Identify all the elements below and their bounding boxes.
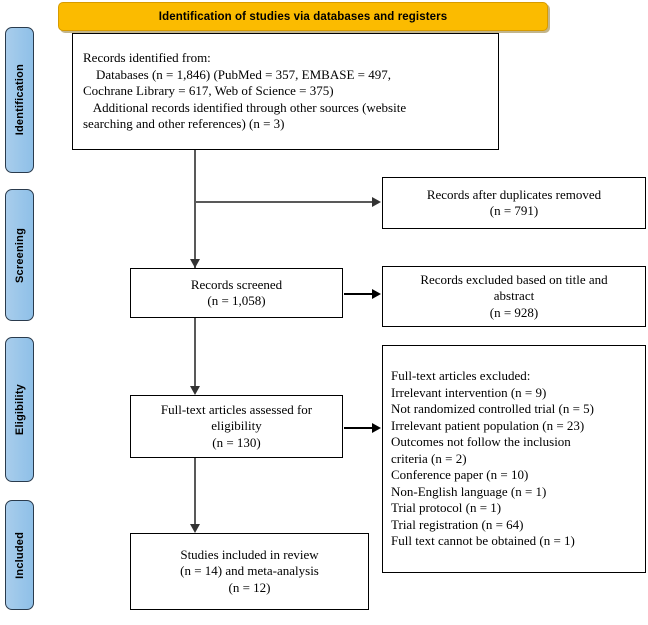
box-records-screened: Records screened (n = 1,058) <box>130 268 343 318</box>
text-line: Additional records identified through ot… <box>83 99 407 115</box>
text-line: Irrelevant intervention (n = 9) <box>391 384 547 400</box>
box-records-excluded-title-abstract: Records excluded based on title and abst… <box>382 266 646 327</box>
text-line: Outcomes not follow the inclusion <box>391 434 571 450</box>
connector-screened-to-excluded <box>344 293 373 295</box>
stage-label-text: Included <box>13 531 26 579</box>
box-records-identified: Records identified from: Databases (n = … <box>72 33 499 150</box>
text-line: eligibility <box>211 418 262 434</box>
text-line: Irrelevant patient population (n = 23) <box>391 417 585 433</box>
text-line: (n = 791) <box>489 203 539 218</box>
stage-label-identification: Identification <box>5 27 34 173</box>
box-studies-included: Studies included in review (n = 14) and … <box>130 533 369 610</box>
text-line: Records identified from: <box>83 50 211 66</box>
stage-label-screening: Screening <box>5 189 34 321</box>
text-line: Records after duplicates removed <box>426 186 602 202</box>
box-fulltext-excluded: Full-text articles excluded: Irrelevant … <box>382 345 646 573</box>
connector-screened-to-fulltext <box>194 318 196 387</box>
text-line: Cochrane Library = 617, Web of Science =… <box>83 83 334 99</box>
text-line: Studies included in review <box>180 546 319 562</box>
connector-identified-to-screened <box>194 150 196 268</box>
connector-to-duplicates-removed <box>195 201 373 203</box>
text-line: Full-text articles excluded: <box>391 368 531 384</box>
box-studies-included-text: Studies included in review (n = 14) and … <box>174 547 325 597</box>
stage-label-text: Eligibility <box>13 383 26 436</box>
arrowhead-fulltext-to-excluded <box>372 423 381 433</box>
connector-fulltext-to-excluded <box>344 427 373 429</box>
text-line: (n = 928) <box>489 304 539 320</box>
text-line: Trial protocol (n = 1) <box>391 500 502 516</box>
text-line: Databases (n = 1,846) (PubMed = 357, EMB… <box>83 66 391 82</box>
text-line: Trial registration (n = 64) <box>391 516 524 532</box>
text-line: Not randomized controlled trial (n = 5) <box>391 401 594 417</box>
arrowhead-to-duplicates-removed <box>372 197 381 207</box>
text-line: searching and other references) (n = 3) <box>83 116 285 132</box>
box-records-excluded-title-abstract-text: Records excluded based on title and abst… <box>414 272 613 322</box>
text-line: (n = 130) <box>212 434 261 450</box>
connector-fulltext-to-included <box>194 458 196 526</box>
stage-label-included: Included <box>5 500 34 610</box>
arrowhead-screened-to-excluded <box>372 289 381 299</box>
text-line: Conference paper (n = 10) <box>391 467 529 483</box>
box-fulltext-excluded-text: Full-text articles excluded: Irrelevant … <box>383 368 600 550</box>
identification-banner: Identification of studies via databases … <box>58 2 548 31</box>
stage-label-text: Identification <box>13 64 26 136</box>
text-line: Full-text articles assessed for <box>160 401 313 417</box>
text-line: Records screened <box>190 276 283 292</box>
box-records-screened-text: Records screened (n = 1,058) <box>185 277 288 310</box>
text-line: criteria (n = 2) <box>391 450 467 466</box>
box-duplicates-removed-text: Records after duplicates removed (n = 79… <box>421 187 607 220</box>
text-line: Records excluded based on title and <box>420 271 608 287</box>
stage-label-eligibility: Eligibility <box>5 337 34 482</box>
text-line: (n = 12) <box>228 579 271 595</box>
stage-label-text: Screening <box>13 227 26 283</box>
text-line: abstract <box>493 288 535 304</box>
arrowhead-identified-to-screened <box>190 259 200 268</box>
text-line: Full text cannot be obtained (n = 1) <box>391 533 575 549</box>
box-duplicates-removed: Records after duplicates removed (n = 79… <box>382 177 646 229</box>
arrowhead-screened-to-fulltext <box>190 386 200 395</box>
text-line: Non-English language (n = 1) <box>391 483 547 499</box>
text-line: (n = 1,058) <box>207 293 266 308</box>
box-fulltext-assessed: Full-text articles assessed for eligibil… <box>130 395 343 458</box>
banner-title: Identification of studies via databases … <box>158 10 448 23</box>
text-line: (n = 14) and meta-analysis <box>180 563 319 579</box>
box-fulltext-assessed-text: Full-text articles assessed for eligibil… <box>155 402 318 452</box>
arrowhead-fulltext-to-included <box>190 524 200 533</box>
box-records-identified-text: Records identified from: Databases (n = … <box>73 50 412 133</box>
